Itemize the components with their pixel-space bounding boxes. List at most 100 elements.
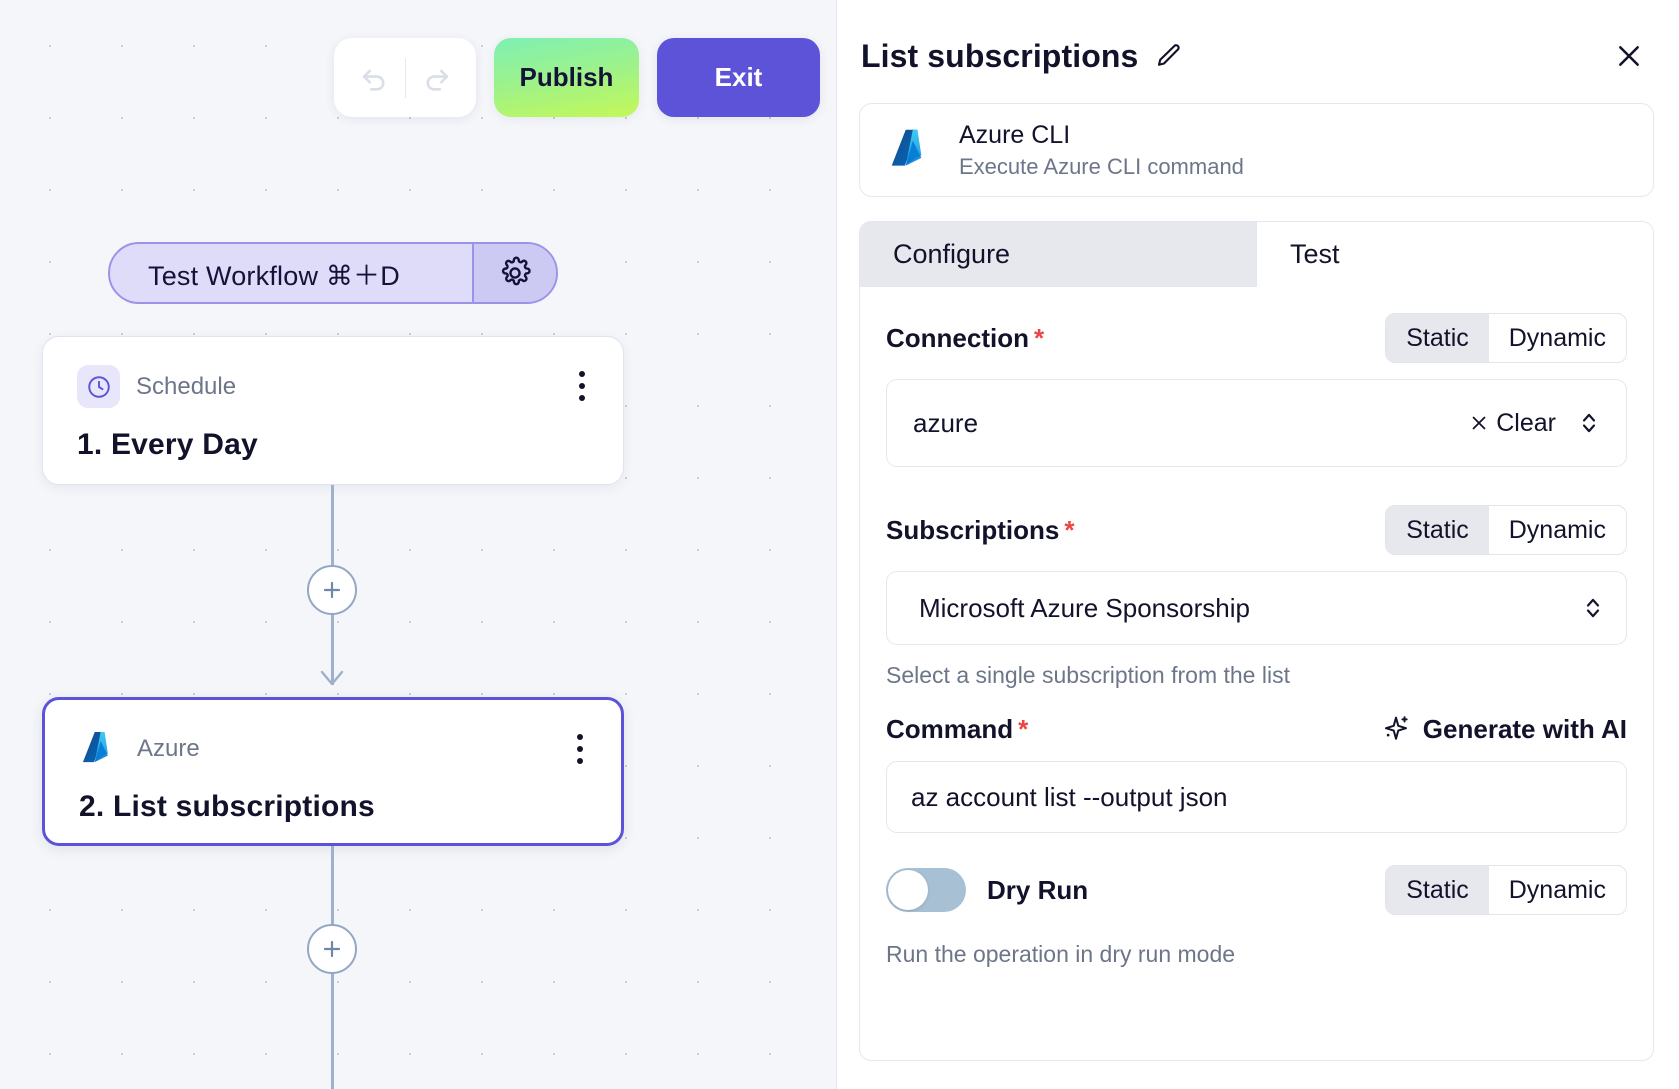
dry-run-toggle[interactable] xyxy=(886,868,966,912)
subscriptions-mode-static[interactable]: Static xyxy=(1386,506,1489,554)
schedule-icon-container xyxy=(77,365,120,408)
kebab-dot xyxy=(577,746,583,752)
subscriptions-value: Microsoft Azure Sponsorship xyxy=(919,592,1250,623)
kebab-dot xyxy=(577,758,583,764)
tab-configure[interactable]: Configure xyxy=(860,222,1256,287)
node-menu-button[interactable] xyxy=(571,368,593,404)
connector-line xyxy=(331,485,334,565)
connector-line xyxy=(331,846,334,924)
workflow-canvas[interactable]: Publish Exit Test Workflow ⌘＋D xyxy=(0,0,836,1089)
dry-run-mode-dynamic[interactable]: Dynamic xyxy=(1488,866,1626,914)
publish-button[interactable]: Publish xyxy=(494,38,639,117)
undo-button[interactable] xyxy=(343,38,405,117)
subscriptions-mode-toggle: Static Dynamic xyxy=(1385,505,1627,555)
connection-label-text: Connection xyxy=(886,322,1029,353)
test-workflow-button[interactable]: Test Workflow ⌘＋D xyxy=(148,260,400,291)
redo-button[interactable] xyxy=(406,38,468,117)
toolbar-divider xyxy=(404,57,406,98)
toggle-knob xyxy=(888,870,928,910)
kebab-dot xyxy=(579,383,585,389)
subscriptions-dropdown-button[interactable] xyxy=(1582,593,1604,623)
command-field-header: Command* Generate with AI xyxy=(886,713,1627,745)
undo-redo-group xyxy=(334,38,476,117)
azure-logo-icon xyxy=(891,129,922,166)
subscriptions-mode-dynamic[interactable]: Dynamic xyxy=(1488,506,1626,554)
command-value: az account list --output json xyxy=(911,781,1228,812)
gear-icon xyxy=(501,256,531,286)
add-node-button[interactable] xyxy=(307,565,357,615)
plus-icon xyxy=(323,940,341,958)
chevron-updown-icon xyxy=(1582,413,1596,433)
configure-form: Connection* Static Dynamic azure Clear xyxy=(859,287,1654,1061)
subscriptions-field-header: Subscriptions* Static Dynamic xyxy=(886,505,1627,555)
required-marker: * xyxy=(1064,514,1075,545)
node-type-label: Azure xyxy=(137,735,200,762)
rename-button[interactable] xyxy=(1154,41,1184,71)
subscriptions-label: Subscriptions* xyxy=(886,515,1074,546)
azure-logo-icon xyxy=(82,731,108,763)
generate-with-ai-button[interactable]: Generate with AI xyxy=(1380,713,1627,745)
node-config-panel: List subscriptions xyxy=(836,0,1679,1089)
connection-mode-dynamic[interactable]: Dynamic xyxy=(1488,314,1626,362)
subscriptions-select[interactable]: Microsoft Azure Sponsorship xyxy=(886,571,1627,645)
dry-run-mode-static[interactable]: Static xyxy=(1386,866,1489,914)
dry-run-helper-text: Run the operation in dry run mode xyxy=(886,941,1236,967)
connection-mode-static[interactable]: Static xyxy=(1386,314,1489,362)
connector-line xyxy=(331,974,334,1089)
app-text: Azure CLI Execute Azure CLI command xyxy=(959,121,1244,180)
kebab-dot xyxy=(579,371,585,377)
connection-clear-button[interactable]: Clear xyxy=(1468,409,1556,438)
node-type-label: Schedule xyxy=(136,372,237,400)
connection-mode-toggle: Static Dynamic xyxy=(1385,313,1627,363)
node-title: 1. Every Day xyxy=(77,428,258,461)
connection-input[interactable]: azure Clear xyxy=(886,379,1627,467)
command-input[interactable]: az account list --output json xyxy=(886,761,1627,833)
workflow-node-azure[interactable]: Azure 2. List subscriptions xyxy=(42,697,624,846)
dry-run-mode-toggle: Static Dynamic xyxy=(1385,865,1627,915)
connection-dropdown-button[interactable] xyxy=(1578,408,1600,438)
kebab-dot xyxy=(579,395,585,401)
connection-value: azure xyxy=(913,407,979,438)
node-title: 2. List subscriptions xyxy=(79,790,375,823)
required-marker: * xyxy=(1034,322,1045,353)
command-label-text: Command xyxy=(886,713,1014,744)
exit-button[interactable]: Exit xyxy=(657,38,820,117)
dry-run-left: Dry Run xyxy=(886,868,1088,912)
plus-icon xyxy=(323,581,341,599)
test-workflow-settings-button[interactable] xyxy=(472,244,556,302)
connector-line xyxy=(331,615,334,685)
required-marker: * xyxy=(1018,713,1029,744)
add-node-button[interactable] xyxy=(307,924,357,974)
sparkle-icon xyxy=(1384,716,1408,740)
pencil-icon xyxy=(1158,44,1181,66)
redo-icon xyxy=(426,69,448,91)
kebab-dot xyxy=(577,734,583,740)
node-header: Azure xyxy=(79,728,591,770)
subscriptions-helper-text: Select a single subscription from the li… xyxy=(886,662,1290,688)
workflow-node-schedule[interactable]: Schedule 1. Every Day xyxy=(42,336,624,485)
close-x-icon xyxy=(1472,416,1486,430)
app-name: Azure CLI xyxy=(959,120,1071,149)
app-summary-card: Azure CLI Execute Azure CLI command xyxy=(859,103,1654,197)
dry-run-label: Dry Run xyxy=(987,874,1089,905)
app-description: Execute Azure CLI command xyxy=(959,153,1244,179)
canvas-toolbar: Publish Exit xyxy=(334,38,820,117)
command-label: Command* xyxy=(886,714,1028,745)
connection-clear-label: Clear xyxy=(1496,408,1556,437)
tab-test[interactable]: Test xyxy=(1256,222,1653,287)
node-header: Schedule xyxy=(77,365,593,408)
panel-header: List subscriptions xyxy=(837,0,1679,76)
undo-icon xyxy=(362,69,384,91)
chevron-updown-icon xyxy=(1586,598,1600,618)
close-panel-button[interactable] xyxy=(1609,36,1649,76)
page-title: List subscriptions xyxy=(861,37,1139,74)
clock-icon xyxy=(87,375,110,398)
dry-run-row: Dry Run Static Dynamic xyxy=(886,865,1627,915)
connection-label: Connection* xyxy=(886,323,1044,354)
spacer xyxy=(886,467,1627,505)
close-icon xyxy=(1619,46,1639,66)
generate-with-ai-label: Generate with AI xyxy=(1422,713,1627,744)
spacer xyxy=(886,689,1627,713)
node-menu-button[interactable] xyxy=(569,731,591,767)
test-workflow-pill: Test Workflow ⌘＋D xyxy=(108,242,558,304)
